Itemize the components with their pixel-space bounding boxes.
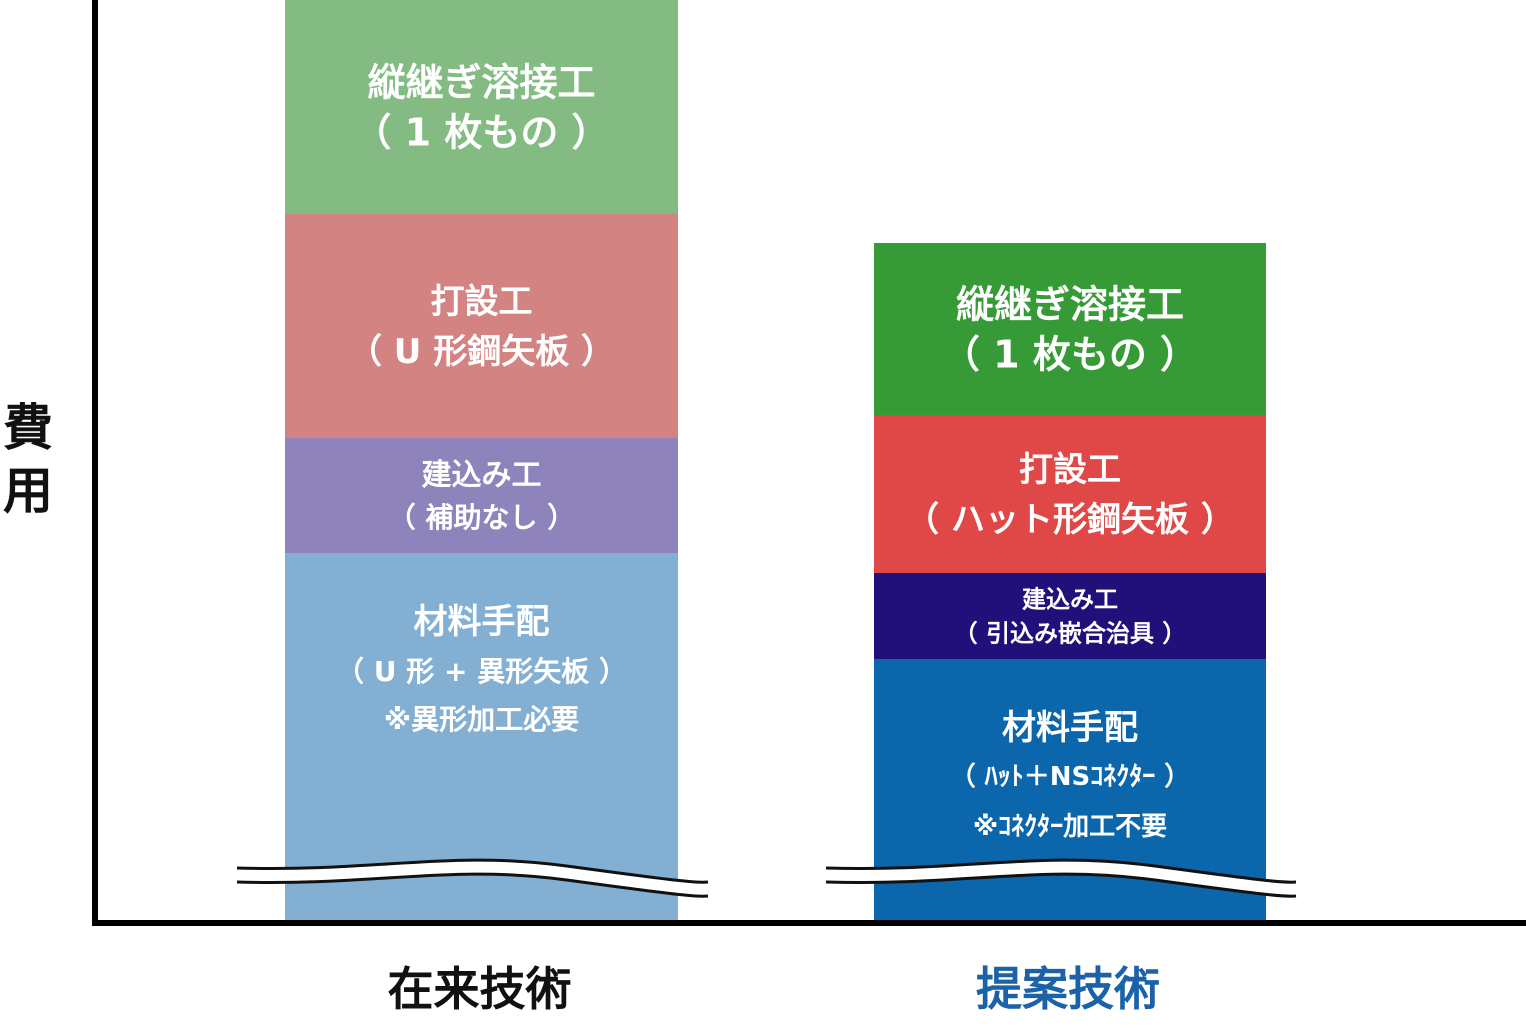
axis-break-line-bottom-0	[236, 872, 709, 898]
bar-segment-1-2	[874, 415, 1266, 573]
segment-label-0-3-1: （ 1 枚もの ）	[353, 110, 609, 154]
segment-label-0-0-2: ※異形加工必要	[384, 703, 579, 736]
axis-break-band-0	[237, 860, 708, 897]
segment-label-1-0-1: （ ﾊｯﾄ＋NSｺﾈｸﾀｰ ）	[950, 762, 1191, 792]
segment-label-1-0-0: 材料手配	[1002, 708, 1138, 748]
segment-label-1-1-1: （ 引込み嵌合治具 ）	[954, 619, 1187, 647]
segment-label-0-2-0: 打設工	[431, 282, 533, 322]
axis-break-line-top-1	[825, 858, 1297, 884]
segment-label-1-3-0: 縦継ぎ溶接工	[956, 282, 1184, 326]
axis-break-layer	[236, 858, 1297, 898]
segment-label-0-2-1: （ U 形鋼矢板 ）	[348, 332, 615, 372]
y-axis-label-2: 用	[3, 462, 53, 520]
bar-segment-0-1	[285, 438, 678, 553]
segment-label-1-3-1: （ 1 枚もの ）	[942, 332, 1198, 376]
axis-break-line-bottom-1	[825, 872, 1297, 898]
bar-segment-1-3	[874, 243, 1266, 415]
bar-segment-1-1	[874, 573, 1266, 659]
category-labels: 在来技術 提案技術	[388, 962, 1161, 1016]
category-label-1: 提案技術	[976, 962, 1160, 1016]
segment-label-0-3-0: 縦継ぎ溶接工	[367, 60, 595, 104]
segment-label-0-1-1: （ 補助なし ）	[388, 501, 576, 534]
bar-segment-0-2	[285, 214, 678, 438]
segment-label-1-2-1: （ ハット形鋼矢板 ）	[905, 500, 1235, 540]
segment-label-0-0-1: （ U 形 + 異形矢板 ）	[336, 655, 627, 688]
segment-label-0-0-0: 材料手配	[414, 602, 550, 642]
segment-label-0-1-0: 建込み工	[422, 458, 542, 493]
axis-break-line-top-0	[236, 858, 709, 884]
segment-label-1-1-0: 建込み工	[1022, 585, 1118, 613]
segment-label-1-0-2: ※ｺﾈｸﾀｰ加工不要	[973, 812, 1167, 842]
y-axis-label: 費	[3, 399, 53, 457]
axis-break-band-1	[826, 860, 1296, 897]
segment-label-1-2-0: 打設工	[1019, 450, 1121, 490]
bar-segment-0-3	[285, 0, 678, 214]
category-label-0: 在来技術	[388, 962, 572, 1016]
